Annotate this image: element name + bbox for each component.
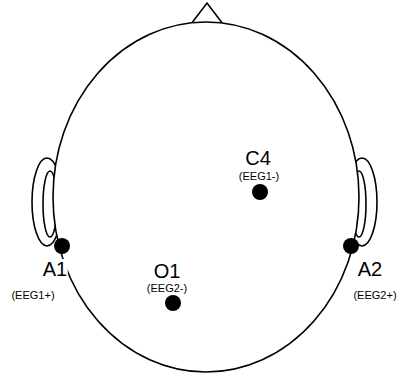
electrode-dot	[252, 184, 268, 200]
channel-label: (EEG2-)	[146, 283, 188, 295]
electrode-name: O1	[153, 261, 182, 282]
electrode-dot	[165, 295, 181, 311]
head-outline	[53, 22, 359, 372]
channel-label: (EEG1+)	[10, 290, 55, 302]
channel-label: (EEG1-)	[238, 171, 280, 183]
electrode-dot	[343, 238, 359, 254]
channel-label: (EEG2+)	[352, 290, 397, 302]
electrode-name: C4	[244, 148, 272, 169]
electrode-name: A2	[357, 259, 383, 280]
electrode-dot	[54, 238, 70, 254]
electrode-name: A1	[42, 259, 68, 280]
